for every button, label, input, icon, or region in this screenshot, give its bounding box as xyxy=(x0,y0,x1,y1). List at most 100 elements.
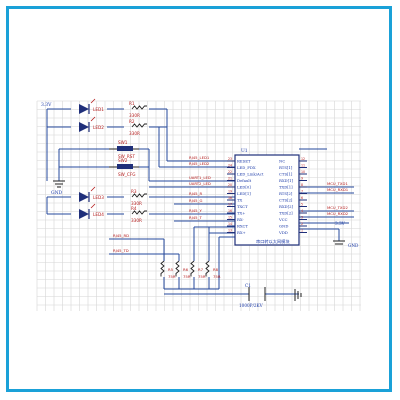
ic-ref: U1 xyxy=(241,148,248,154)
resistor-value: 75R xyxy=(168,274,176,279)
ic-pin-name-left: RESET xyxy=(237,159,251,164)
resistor-symbol xyxy=(131,123,147,128)
ic-pin-name-left: TX xyxy=(237,198,243,203)
net-label: RJ45_G xyxy=(189,198,202,203)
led-symbol xyxy=(79,192,89,202)
ic-pin-name-right: NC xyxy=(279,159,285,164)
ic-pin-name-right: TXD[2] xyxy=(279,211,293,216)
net-label-right: MCU_RXD2 xyxy=(327,211,349,216)
ic-pin-num-left: 18 xyxy=(228,196,232,200)
bottom-net-labels: RJ45_RD RJ45_TD xyxy=(113,233,129,253)
ic-pin-num-left: 17 xyxy=(228,203,232,207)
resistor-symbol xyxy=(131,210,147,215)
net-label-bottom: RJ45_RD xyxy=(113,233,129,238)
ic-pin-name-left: LED[1] xyxy=(237,191,251,196)
resistor-value: 75R xyxy=(213,274,221,279)
gnd-label: GND xyxy=(51,190,63,196)
cap-ref: C1 xyxy=(245,283,251,288)
ic-pin-num-right: 11 xyxy=(301,164,305,168)
led-arrow xyxy=(90,203,96,209)
ic-pin-num-left: 16 xyxy=(228,209,232,213)
ic-pin-name-left: RXCT xyxy=(237,224,248,229)
grid-lines xyxy=(36,100,361,311)
ic-pin-num-left: 14 xyxy=(228,222,232,226)
ic-pin-name-right: CTS[2] xyxy=(279,198,293,203)
resistor-value: 330R xyxy=(129,113,140,118)
ic-pin-name-right: VDD xyxy=(278,230,288,235)
cap-value: 1000P/2KV xyxy=(239,303,264,308)
resistor-value: 330R xyxy=(131,201,142,206)
led-arrow xyxy=(90,98,96,104)
switch-body xyxy=(117,164,133,169)
led-arrow xyxy=(90,116,96,122)
net-label: RJ45_LED1 xyxy=(189,155,210,160)
resistor-symbol-vertical xyxy=(190,260,195,277)
led-ref: LED2 xyxy=(93,125,104,130)
switch-label: SW_CFG xyxy=(118,172,135,177)
led-arrow xyxy=(90,186,96,192)
net-label-right: MCU_RXD1 xyxy=(327,187,349,192)
resistor-value: 330R xyxy=(129,131,140,136)
ic-u1-body xyxy=(234,154,300,246)
resistor-ref: R8 xyxy=(213,267,219,272)
resistor-symbol xyxy=(131,193,147,198)
resistor-symbol-vertical xyxy=(160,260,165,277)
ic-pin-num-left: 23 xyxy=(228,157,232,161)
resistor-ref: R6 xyxy=(183,267,189,272)
ic-pin-num-left: 22 xyxy=(228,170,232,174)
ic-pin-num-right: 4 xyxy=(301,209,303,213)
ic-pin-num-right: 7 xyxy=(301,190,303,194)
ic-pin-name-left: LED_FDX xyxy=(237,165,256,170)
resistor-ref: R4 xyxy=(131,206,137,211)
switch-body xyxy=(117,146,133,151)
ic-pin-num-left: 19 xyxy=(228,190,232,194)
ic-pin-num-left: 24 xyxy=(228,164,232,168)
ic-pin-name-right: RTS[2] xyxy=(279,191,293,196)
switch-ref: SW2 xyxy=(118,158,128,163)
net-label: RJ45_R xyxy=(189,191,202,196)
led-symbol xyxy=(79,122,89,132)
ic-pin-name-right: TXD[1] xyxy=(279,185,293,190)
ic-pin-name-left: TXCT xyxy=(237,204,248,209)
ic-pin-num-right: 8 xyxy=(301,183,303,187)
capacitor-c1 xyxy=(248,287,266,301)
ground-symbols xyxy=(53,180,345,301)
ic-pin-name-right: GND xyxy=(279,224,288,229)
ic-pin-name-right: RXD[1] xyxy=(279,178,294,183)
power-label: 3.3V xyxy=(41,102,52,108)
schematic-diagram: RESET23LED_FDX24LED_Link/Act22Default21L… xyxy=(36,98,361,311)
ic-pin-num-left: 13 xyxy=(228,229,232,233)
ic-pin-name-right: RXD[2] xyxy=(279,204,294,209)
resistor-value: 75R xyxy=(198,274,206,279)
net-label-bottom: RJ45_TD xyxy=(113,248,129,253)
ic-pin-name-right: VCC xyxy=(278,217,288,222)
supply-label-gnd: GND xyxy=(348,243,359,248)
resistor-value: 75R xyxy=(183,274,191,279)
net-label-right: MCU_TXD1 xyxy=(327,181,348,186)
ic-pin-num-right: 3 xyxy=(301,216,303,220)
ic-pin-name-left: RX+ xyxy=(237,230,246,235)
net-label: RJ45_T xyxy=(189,215,202,220)
ic-pin-num-right: 1 xyxy=(301,229,303,233)
led-symbol xyxy=(79,104,89,114)
ic-pin-num-left: 15 xyxy=(228,216,232,220)
led-ref: LED4 xyxy=(93,212,104,217)
ic-pin-name-left: RX- xyxy=(237,217,244,222)
ic-title: 串口转以太网模块 xyxy=(256,238,290,245)
supply-label-3v3: 3.3V xyxy=(335,221,346,226)
ic-pin-num-right: 5 xyxy=(301,203,303,207)
ic-pin-name-left: LED_Link/Act xyxy=(237,172,264,177)
switch-label: SW_RST xyxy=(118,154,135,159)
resistor-ref: R3 xyxy=(131,189,137,194)
resistor-symbol xyxy=(131,105,147,110)
wiring xyxy=(46,108,354,295)
led-ref: LED3 xyxy=(93,195,104,200)
switch-ref: SW1 xyxy=(118,140,128,145)
ic-pins: RESET23LED_FDX24LED_Link/Act22Default21L… xyxy=(227,157,307,235)
